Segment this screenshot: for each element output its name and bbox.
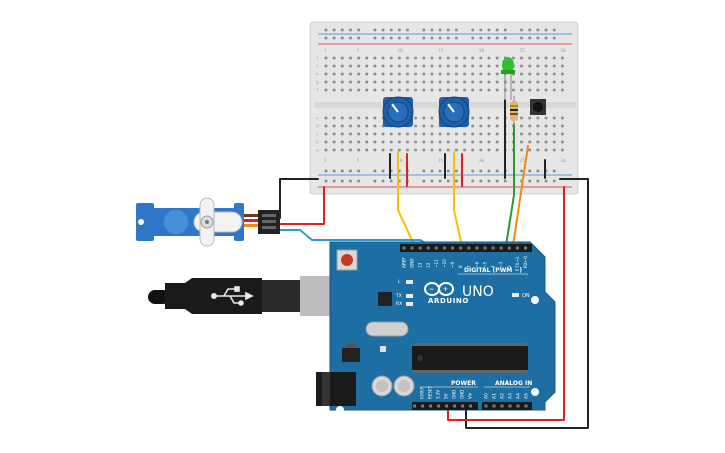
svg-text:RX: RX xyxy=(396,301,402,307)
analog-header xyxy=(482,402,532,410)
power-pin-label: GND xyxy=(460,390,465,399)
column-number: 25 xyxy=(520,48,526,54)
column-number: 1 xyxy=(324,158,327,164)
power-pin-label: 5V xyxy=(444,393,449,399)
digital-pin-label: ~10 xyxy=(442,259,447,268)
digital-pin-label: 12 xyxy=(426,262,431,268)
arduino-logo-icon: − + xyxy=(424,282,454,296)
digital-pin-label: GND xyxy=(410,258,415,268)
atmega-chip xyxy=(412,346,528,370)
digital-pin-label: ~11 xyxy=(434,259,439,268)
usb-icon xyxy=(211,286,254,306)
digital-pin-label: ~6 xyxy=(474,261,479,268)
digital-pin-label: RX←0 xyxy=(523,256,528,268)
digital-pin-label: 4 xyxy=(491,265,496,268)
analog-pin-label: A1 xyxy=(492,393,498,399)
potentiometer-knob-indicator xyxy=(391,103,399,113)
column-number: 30 xyxy=(560,158,566,164)
pushbutton[interactable] xyxy=(530,99,546,115)
row-letter: j xyxy=(316,56,319,62)
power-pin-label: GND xyxy=(452,390,457,399)
potentiometer-1[interactable] xyxy=(382,96,414,128)
power-pin-label: RESET xyxy=(428,386,433,399)
row-letter: a xyxy=(316,149,319,154)
column-number: 5 xyxy=(357,48,360,54)
column-number: 30 xyxy=(560,48,566,54)
resistor[interactable] xyxy=(510,96,518,126)
row-letter: i xyxy=(316,64,319,70)
analog-pin-label: A4 xyxy=(516,393,522,399)
servo-horn[interactable] xyxy=(193,197,243,247)
servo-motor[interactable] xyxy=(136,197,280,247)
power-pin-label: IOREF xyxy=(420,386,425,399)
digital-pin-label: 13 xyxy=(418,262,423,268)
wire-button-pin xyxy=(511,145,529,253)
analog-label: ANALOG IN xyxy=(495,380,532,387)
row-letter: g xyxy=(316,81,319,86)
brand-text: ARDUINO xyxy=(428,297,469,305)
digital-pin-label: ~3 xyxy=(499,261,504,268)
analog-pin-label: A2 xyxy=(500,393,506,399)
digital-header xyxy=(400,244,532,252)
wire-servo-5v xyxy=(261,186,325,225)
wire-led-pin xyxy=(504,123,515,253)
status-leds: L TX RX xyxy=(395,279,413,307)
svg-text:L: L xyxy=(398,279,401,285)
row-letter: e xyxy=(316,117,319,122)
column-number: 15 xyxy=(438,158,444,164)
analog-pin-label: A3 xyxy=(508,393,514,399)
digital-pin-label: 2 xyxy=(507,265,512,268)
power-label: POWER xyxy=(451,380,476,387)
digital-pin-label: TX→1 xyxy=(515,256,520,269)
row-letter: b xyxy=(316,140,319,146)
digital-pin-label: ~5 xyxy=(483,261,488,268)
power-pin-label: 3.3V xyxy=(436,390,441,399)
analog-pin-label: A5 xyxy=(524,393,530,399)
analog-pin-label: A0 xyxy=(484,393,490,399)
potentiometer-knob-indicator xyxy=(447,103,455,113)
digital-label: DIGITAL (PWM ~) xyxy=(464,267,522,274)
column-number: 20 xyxy=(479,48,485,54)
power-pin-label: Vin xyxy=(468,392,473,399)
column-number: 10 xyxy=(397,48,403,54)
row-letter: d xyxy=(316,124,319,130)
on-label: ON xyxy=(522,293,530,299)
usb-chip xyxy=(378,292,392,306)
model-text: UNO xyxy=(462,284,494,300)
wire-5v-arduino xyxy=(447,186,565,421)
capacitor-1 xyxy=(371,375,393,397)
digital-pin-label: ~9 xyxy=(450,261,455,268)
digital-pin-label: 8 xyxy=(458,265,463,268)
svg-text:+: + xyxy=(443,286,448,293)
power-led xyxy=(512,293,519,297)
svg-text:TX: TX xyxy=(395,293,402,299)
column-number: 20 xyxy=(479,158,485,164)
column-number: 5 xyxy=(357,158,360,164)
row-letter: f xyxy=(316,88,319,94)
potentiometer-2[interactable] xyxy=(438,96,470,128)
breadboard-holes xyxy=(324,28,564,183)
digital-pin-label: AREF xyxy=(402,257,407,268)
column-number: 25 xyxy=(520,158,526,164)
column-number: 10 xyxy=(397,158,403,164)
crystal-oscillator xyxy=(365,321,409,337)
capacitor-2 xyxy=(393,375,415,397)
reset-button[interactable] xyxy=(336,249,358,271)
row-letter: h xyxy=(316,72,319,78)
row-letter: c xyxy=(316,133,319,138)
green-led[interactable] xyxy=(501,57,515,100)
column-number: 1 xyxy=(324,48,327,54)
voltage-regulator xyxy=(342,348,360,362)
column-number: 15 xyxy=(438,48,444,54)
digital-pin-label: 7 xyxy=(466,265,471,268)
svg-text:−: − xyxy=(429,286,434,293)
usb-cable[interactable] xyxy=(148,276,356,316)
